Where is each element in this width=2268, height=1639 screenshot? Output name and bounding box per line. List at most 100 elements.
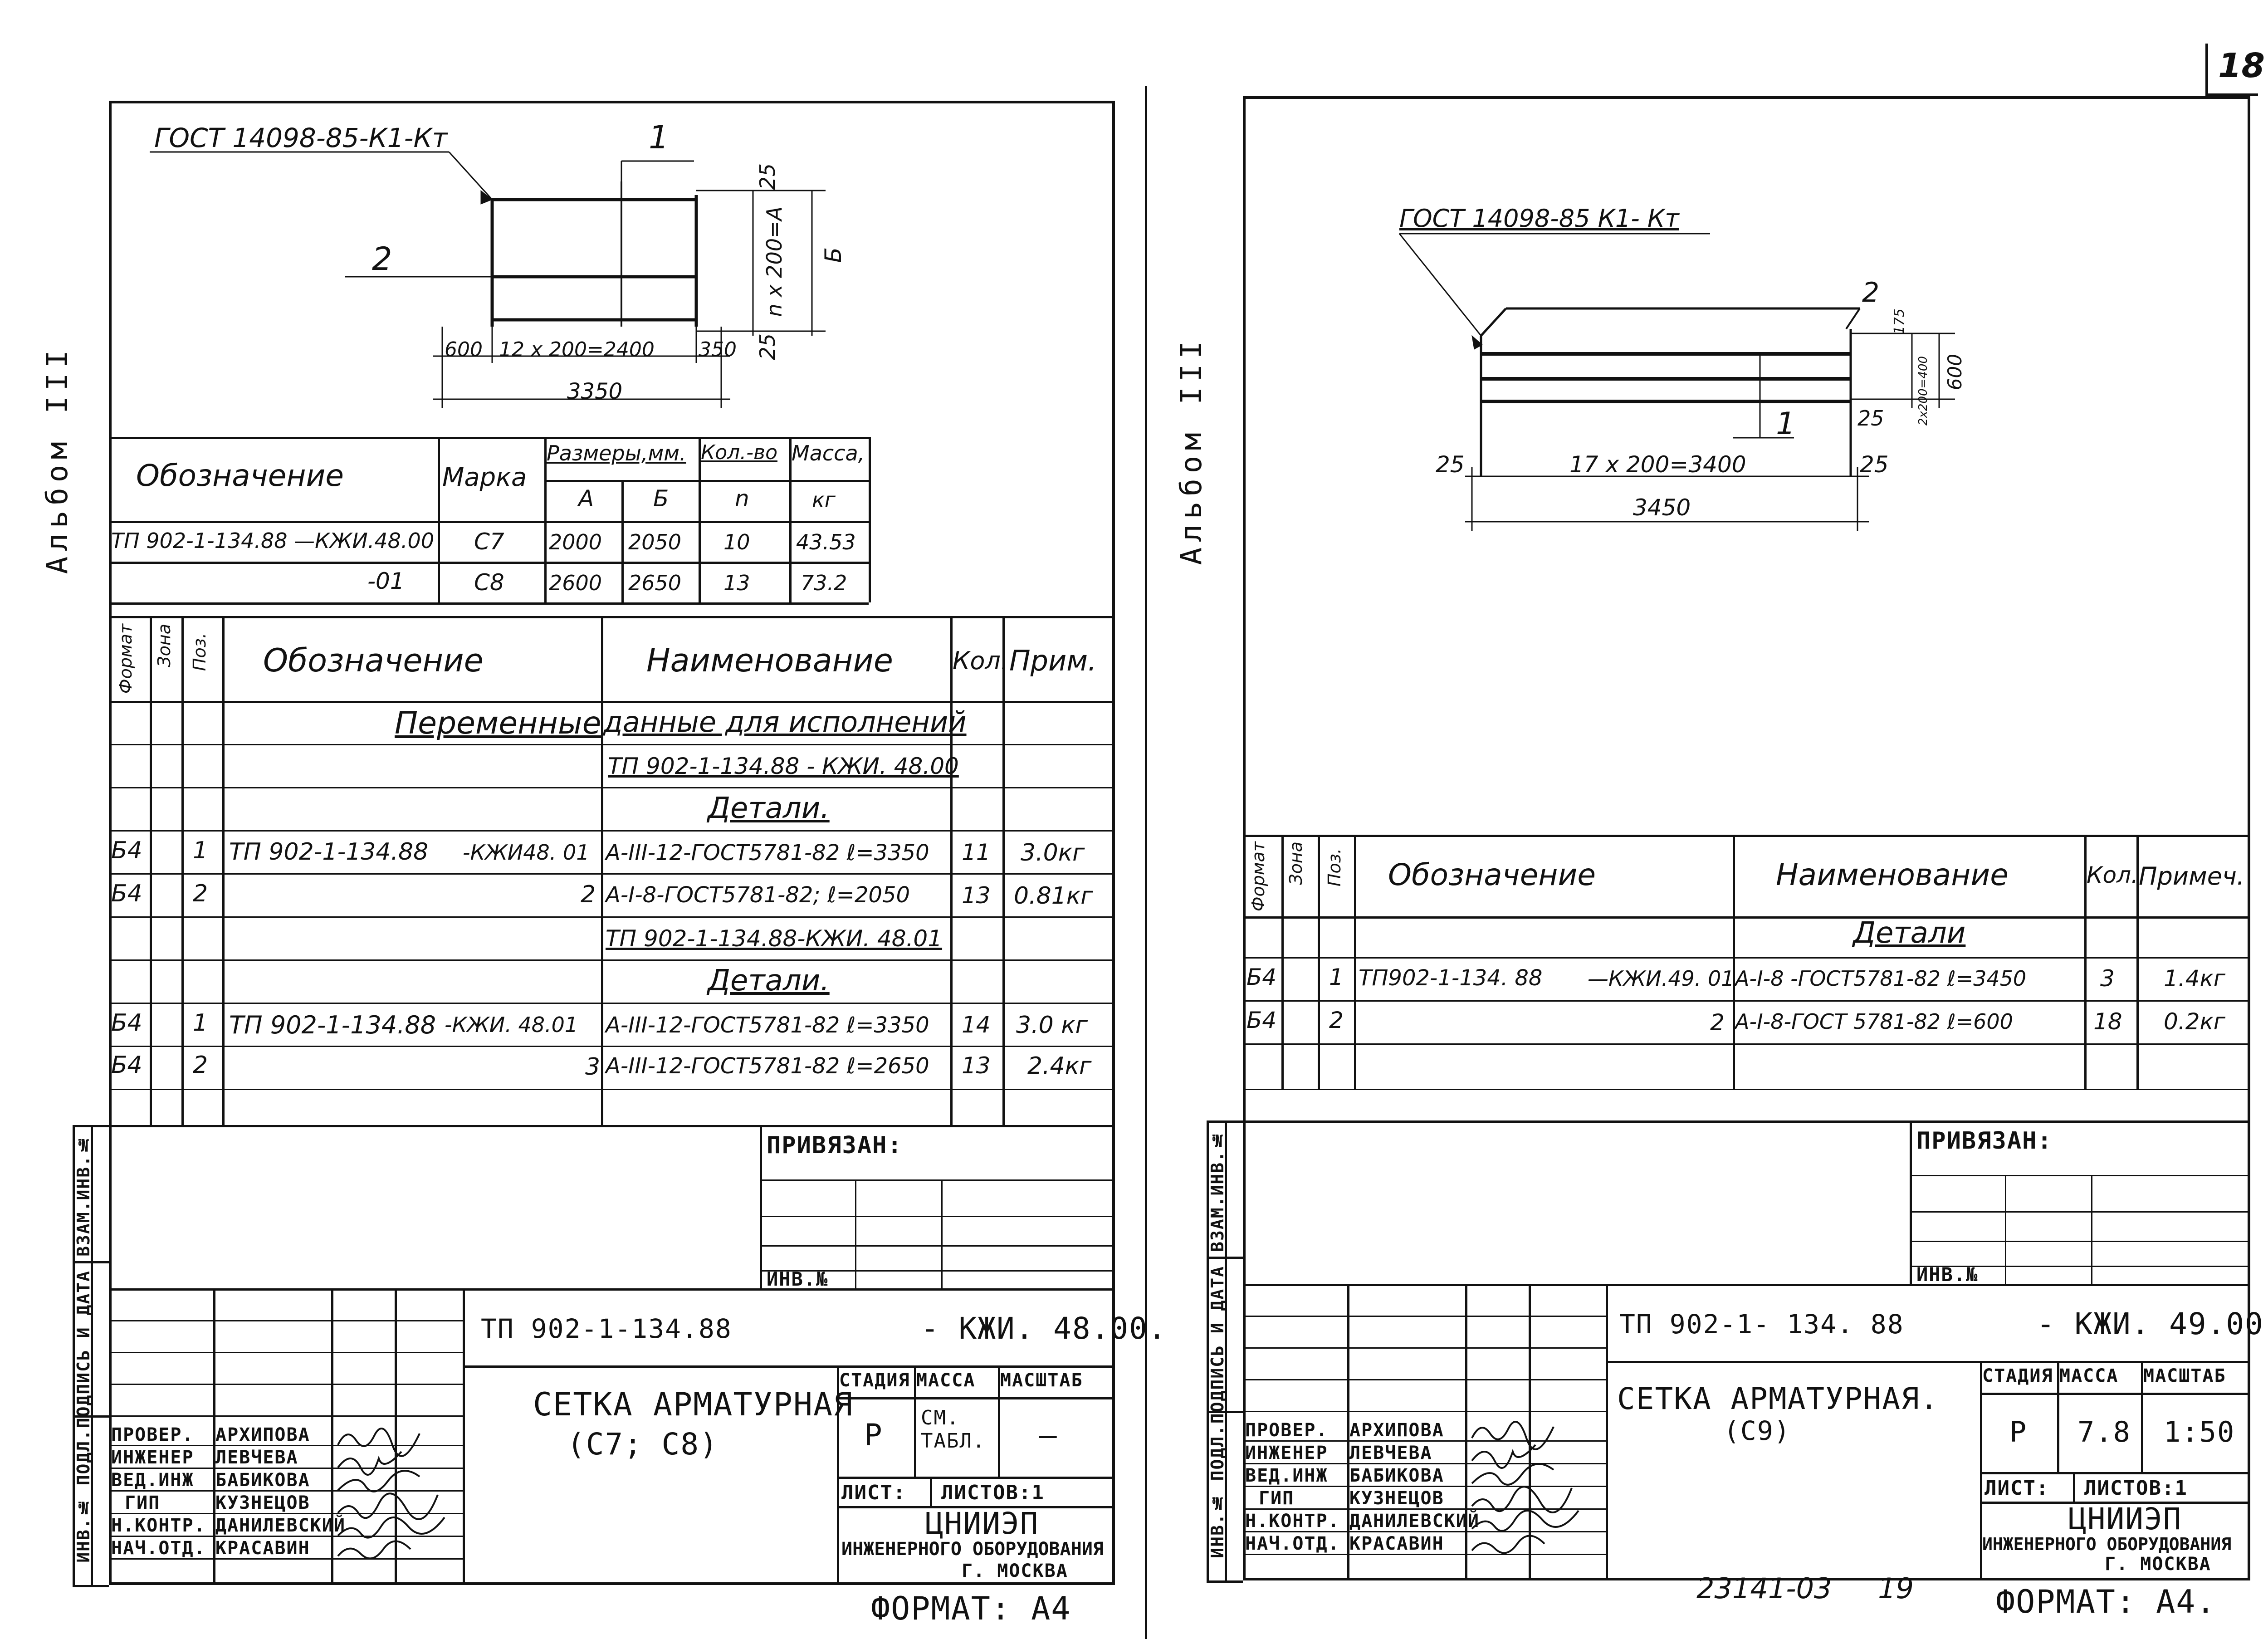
- left-spec-var-left: Переменные: [395, 705, 601, 741]
- left-spec-r2-name: А-I-8-ГОСТ5781-82; ℓ=2050: [606, 882, 910, 908]
- right-tb-sheet: ЛИСТ:: [1984, 1477, 2049, 1500]
- left-tb-stage: Р: [864, 1418, 883, 1453]
- right-tb-org3: Г. МОСКВА: [2105, 1554, 2211, 1575]
- left-spec-r2-note: 0.81кг: [1014, 882, 1093, 910]
- left-marks-row1-mark: С7: [474, 528, 504, 555]
- right-spec-h-name: Наименование: [1776, 857, 2009, 892]
- left-spec-r1-designation: ТП 902-1-134.88: [229, 838, 429, 866]
- left-spec-r1-pos: 1: [193, 837, 208, 864]
- right-dim-span: 17 x 200=3400: [1569, 451, 1746, 478]
- left-spec-r2-pos: 2: [193, 880, 208, 907]
- right-tb-sheets: ЛИСТОВ:1: [2084, 1477, 2188, 1500]
- right-tb-name-1: АРХИПОВА: [1349, 1420, 1444, 1441]
- left-tb-h-scale: МАСШТАБ: [1000, 1370, 1083, 1391]
- page-number-box: 18: [2205, 44, 2265, 96]
- left-spec-r1-format: Б4: [111, 837, 142, 864]
- left-marks-h-mass: Масса,: [792, 441, 865, 465]
- left-tb-role-5: Н.КОНТР.: [111, 1515, 206, 1536]
- right-tb-role-4: ГИП: [1259, 1488, 1295, 1509]
- right-tb-scale: 1:50: [2164, 1415, 2235, 1448]
- left-spec-r4-name: А-III-12-ГОСТ5781-82 ℓ=2650: [606, 1053, 929, 1079]
- left-dim-total: 3350: [567, 379, 623, 404]
- left-spec-r3-qty: 14: [962, 1012, 991, 1038]
- left-marks-h-mass-sub: кг: [812, 488, 836, 512]
- left-spec-r3-suffix: -КЖИ. 48.01: [445, 1013, 578, 1037]
- right-privyazan: ПРИВЯЗАН:: [1916, 1127, 2053, 1155]
- left-tb-h-stage: СТАДИЯ: [839, 1370, 910, 1391]
- right-spec-r1-pos: 1: [1329, 964, 1344, 990]
- left-marks-row2-b: 2650: [628, 571, 682, 595]
- left-dim-600: 600: [445, 338, 483, 361]
- left-tb-sheets: ЛИСТОВ:1: [941, 1481, 1045, 1504]
- left-spec-r2-qty: 13: [962, 882, 991, 909]
- left-tb-org1: ЦНИИЭП: [925, 1506, 1039, 1541]
- left-marks-row1-mass: 43.53: [796, 530, 856, 554]
- left-spec-r1-suffix: -КЖИ48. 01: [463, 840, 590, 865]
- left-spec-sub2: ТП 902-1-134.88-КЖИ. 48.01: [606, 925, 943, 952]
- left-tb-name-3: БАБИКОВА: [215, 1470, 310, 1491]
- right-frame: [1243, 96, 2249, 1580]
- right-spec-h-designation: Обозначение: [1388, 857, 1596, 892]
- left-spec-r2-suffix: 2: [581, 881, 596, 908]
- left-tb-role-1: ПРОВЕР.: [111, 1424, 194, 1445]
- left-tb-code: ТП 902-1-134.88: [481, 1313, 732, 1344]
- right-spec-r1-format: Б4: [1246, 964, 1277, 990]
- right-mesh-svg: [1398, 233, 1955, 531]
- right-callout-1: 1: [1776, 406, 1796, 442]
- right-tb-role-6: НАЧ.ОТД.: [1245, 1533, 1340, 1554]
- left-marks-row2-designation: -01: [367, 568, 405, 594]
- right-gost-label: ГОСТ 14098-85 К1- Кт: [1399, 204, 1679, 233]
- left-tb-sheet: ЛИСТ:: [841, 1481, 906, 1504]
- right-tb-role-3: ВЕД.ИНЖ: [1245, 1465, 1328, 1486]
- left-marks-row2-n: 13: [723, 571, 750, 595]
- left-tb-mass: СМ. ТАБЛ.: [921, 1406, 986, 1453]
- left-marks-row1-designation: ТП 902-1-134.88 —КЖИ.48.00: [111, 528, 435, 553]
- right-spec-r2-pos: 2: [1329, 1007, 1344, 1033]
- left-marks-h-count: Кол.-во: [701, 441, 777, 464]
- left-marks-h-b: Б: [653, 485, 669, 512]
- left-spec-h-qty: Кол.: [953, 646, 1009, 675]
- right-spec-h-note: Примеч.: [2139, 862, 2245, 890]
- left-signatures: [337, 1428, 445, 1560]
- right-tb-code: ТП 902-1- 134. 88: [1619, 1309, 1904, 1340]
- right-tb-stage: Р: [2009, 1415, 2028, 1448]
- left-spec-h-name: Наименование: [646, 642, 893, 679]
- left-gost-label: ГОСТ 14098-85-К1-Кт: [154, 122, 448, 153]
- left-tb-name-2: ЛЕВЧЕВА: [215, 1447, 298, 1468]
- left-dim-350: 350: [699, 338, 737, 361]
- left-spec-det2: Детали.: [708, 964, 830, 998]
- left-tb-role-6: НАЧ.ОТД.: [111, 1538, 206, 1559]
- left-marks-h-designation: Обозначение: [136, 458, 344, 493]
- right-spec-r1-note: 1.4кг: [2164, 965, 2225, 992]
- left-spec-h-designation: Обозначение: [263, 642, 484, 679]
- right-tb-name-2: ЛЕВЧЕВА: [1349, 1443, 1432, 1463]
- left-tb-code-suffix: - КЖИ. 48.00.: [921, 1311, 1167, 1346]
- left-spec-det1: Детали.: [708, 792, 830, 825]
- right-tb-org1: ЦНИИЭП: [2068, 1502, 2182, 1536]
- right-tb-subtitle: (С9): [1724, 1415, 1791, 1446]
- right-tb-role-5: Н.КОНТР.: [1245, 1511, 1340, 1531]
- left-spec-r3-note: 3.0 кг: [1016, 1012, 1088, 1039]
- left-callout-1: 1: [649, 119, 669, 156]
- left-tb-name-1: АРХИПОВА: [215, 1424, 310, 1445]
- left-tb-h-mass: МАССА: [916, 1370, 976, 1391]
- left-marks-row1-n: 10: [723, 530, 750, 554]
- right-spec-r1-designation: ТП902-1-134. 88: [1359, 965, 1543, 991]
- left-marks-h-a: А: [578, 485, 594, 512]
- sheet-fold-line: [1145, 86, 1147, 1639]
- right-callout-2: 2: [1862, 277, 1880, 308]
- right-tb-mass: 7.8: [2077, 1415, 2131, 1448]
- left-marks-row2-mark: С8: [474, 569, 504, 596]
- right-spec-r2-name: А-I-8-ГОСТ 5781-82 ℓ=600: [1735, 1009, 2013, 1034]
- right-format: ФОРМАТ: А4.: [1996, 1583, 2216, 1620]
- right-dim-25-b: 25: [1860, 451, 1889, 478]
- left-marks-h-mark: Марка: [442, 463, 527, 492]
- left-spec-r3-name: А-III-12-ГОСТ5781-82 ℓ=3350: [606, 1013, 929, 1038]
- left-spec-r4-format: Б4: [111, 1052, 142, 1079]
- page-number: 18: [2218, 46, 2265, 85]
- left-spec-r1-qty: 11: [962, 839, 991, 866]
- left-spec-r1-name: А-III-12-ГОСТ5781-82 ℓ=3350: [606, 840, 929, 866]
- left-spec-r4-qty: 13: [962, 1052, 991, 1079]
- right-dim-25-right: 25: [1857, 406, 1884, 431]
